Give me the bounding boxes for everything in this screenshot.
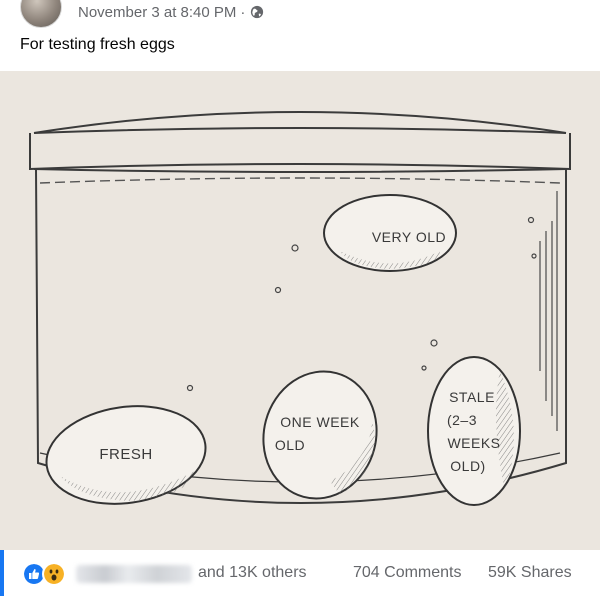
label-stale-line1: STALE [449,389,495,405]
avatar[interactable] [20,0,62,28]
accent-strip [0,550,4,596]
egg-fresh: FRESH [45,405,207,505]
post-timestamp[interactable]: November 3 at 8:40 PM [78,3,237,21]
meta-separator: · [240,3,246,21]
reaction-bar: and 13K others 704 Comments 59K Shares [0,550,600,596]
label-stale-line3: WEEKS [447,435,500,451]
shares-count[interactable]: 59K Shares [488,564,572,581]
blurred-reactor-name [76,565,192,583]
comments-count[interactable]: 704 Comments [353,564,462,581]
post-photo[interactable]: VERY OLD FRESH ONE WEEK OLD STALE (2–3 W… [0,71,600,550]
wow-icon [42,562,66,586]
egg-one-week: ONE WEEK OLD [262,370,378,500]
post-meta: November 3 at 8:40 PM · [78,2,264,22]
egg-freshness-illustration: VERY OLD FRESH ONE WEEK OLD STALE (2–3 W… [0,71,600,550]
label-fresh: FRESH [99,446,152,463]
label-one-week-line2: OLD [275,437,305,453]
egg-stale: STALE (2–3 WEEKS OLD) [427,356,521,506]
bowl-rim [29,111,571,173]
label-very-old: VERY OLD [372,229,446,245]
reaction-icons[interactable] [22,562,66,586]
label-stale-line2: (2–3 [447,412,477,428]
water-line [39,177,561,184]
globe-icon[interactable] [250,5,264,19]
egg-very-old: VERY OLD [323,194,457,272]
reaction-count[interactable]: and 13K others [198,564,307,581]
label-one-week-line1: ONE WEEK [280,414,360,430]
label-stale-line4: OLD) [450,458,485,474]
post-header: November 3 at 8:40 PM · [0,0,600,28]
post-text: For testing fresh eggs [20,36,175,53]
